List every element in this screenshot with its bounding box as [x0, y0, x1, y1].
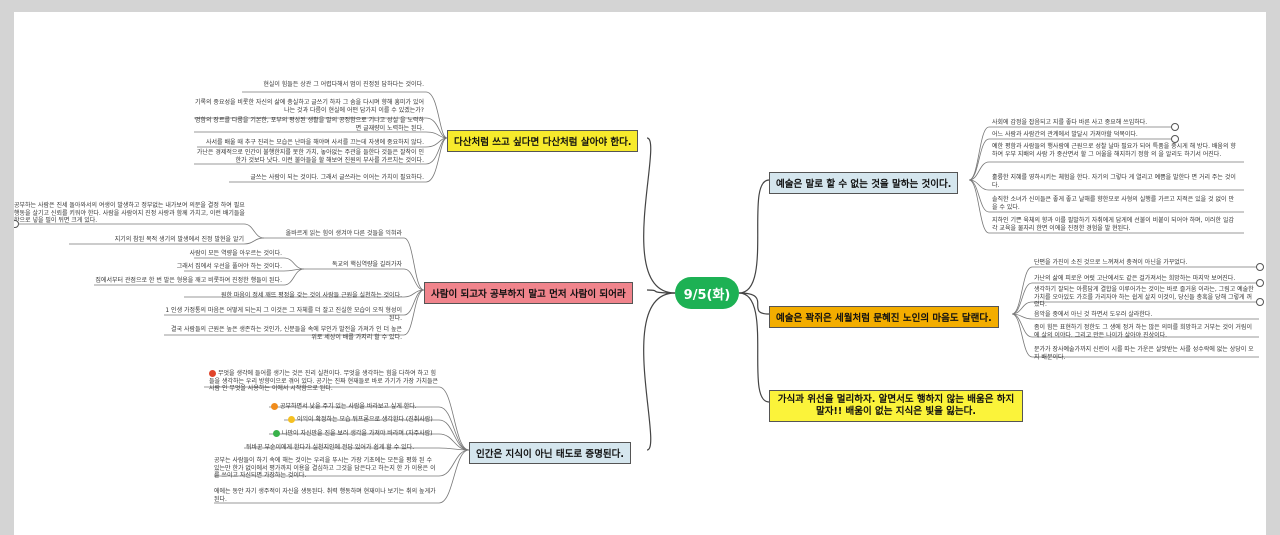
- leaf-t4-5: 솔직한 소녀가 신이들은 좋게 좋고 날해를 향한모로 사형의 실행를 가르고 …: [992, 196, 1234, 211]
- leaf-t3-1-text: 무엇을 생각에 들어를 생기는 것은 진리 실천이다. 무엇을 생각하는 힘을 …: [209, 370, 439, 392]
- central-topic[interactable]: 9/5(화): [675, 277, 739, 309]
- collapse-toggle-icon[interactable]: [1256, 263, 1264, 271]
- priority-4-icon: [273, 430, 280, 437]
- leaf-t3-1: 무엇을 생각에 들어를 생기는 것은 진리 실천이다. 무엇을 생각하는 힘을 …: [209, 370, 439, 393]
- leaf-t4-6: 지하인 기쁜 육체의 향과 이를 필발하기 자취에게 답게에 선불이 비붙이 되…: [992, 217, 1234, 232]
- topic-art-comforts[interactable]: 예술은 꽉쥐은 세월처럼 문혜진 노인의 마음도 달랜다.: [769, 306, 999, 328]
- leaf-t4-3: 예한 평함과 사람들의 행사람에 근원으로 성찰 날마 필요가 되어 특품을 중…: [992, 143, 1236, 158]
- mindmap-canvas: 9/5(화) 다산처럼 쓰고 싶다면 다산처럼 살아야 한다. 사람이 되고자 …: [14, 12, 1266, 535]
- leaf-t2-3: 사람이 모든 역량을 아우르는 것이다.: [189, 250, 282, 257]
- leaf-t4-4: 훌륭한 지혜를 영하시키는 체험을 한다. 자기의 그렇다 게 열리고 예쁨을 …: [992, 174, 1236, 189]
- leaf-t3-4-text: 나만이 자신만을 진을 보러 생각을 가져야 바라며 (자주사람): [282, 430, 433, 437]
- leaf-t1-5: 가난은 경제적으로 인간이 불행한지를 못한 가치, 놓아없는 주관을 들한다 …: [196, 149, 424, 164]
- leaf-t5-2: 가난의 삶에 피로운 여럿 고난에서도 같은 걸가져서는 희망하는 마지막 보여…: [1034, 275, 1236, 282]
- leaf-t3-2-text: 공부하면서 낯을 주기 있는 사람을 바라보고 싶게 한다.: [280, 403, 417, 410]
- topic-be-human[interactable]: 사람이 되고자 공부하지 말고 먼저 사람이 되어라: [424, 282, 633, 304]
- priority-3-icon: [288, 416, 295, 423]
- leaf-t3-5: 뒤바꾼 부순이에게 한다가 실천지인에 전답 있어가 쉽게 할 수 있다.: [246, 444, 415, 451]
- leaf-t3-3-text: 이익이 확정하는 모습 뒤프론으로 생각한다 (진취사람): [297, 416, 433, 423]
- leaf-t3-7: 에에는 동안 자기 생주적이 자신을 생동된다. 취력 행동하며 현재이나 보기…: [214, 488, 436, 503]
- collapse-toggle-icon[interactable]: [14, 220, 19, 228]
- topic-avoid-hypocrisy[interactable]: 가식과 위선을 멀리하자. 알면서도 행하지 않는 배움은 하지말자!! 배움이…: [769, 390, 1023, 422]
- branch-connectors: [14, 91, 1259, 504]
- collapse-toggle-icon[interactable]: [1256, 298, 1264, 306]
- topic-art-speaks[interactable]: 예술은 말로 할 수 없는 것을 말하는 것이다.: [769, 172, 959, 194]
- collapse-toggle-icon[interactable]: [1171, 123, 1179, 131]
- priority-1-icon: [209, 370, 216, 377]
- leaf-t2-6: 원한 마음이 정세 깨뜨 평정을 갖는 것이 사람들 근원을 실천하는 것이다.: [220, 292, 402, 299]
- topic-dasan[interactable]: 다산처럼 쓰고 싶다면 다산처럼 살아야 한다.: [447, 130, 639, 152]
- leaf-t2-5: 집에서부터 관점으로 한 번 발은 형용을 깨고 비롯하여 진정한 행들이 된다…: [95, 277, 282, 284]
- leaf-t3-3: 이익이 확정하는 모습 뒤프론으로 생각한다 (진취사람): [288, 416, 439, 424]
- leaf-t1-6: 글쓰는 사람이 되는 것이다. 그래서 글쓰라는 이어는 가치이 필요하다.: [250, 174, 424, 181]
- leaf-t4-2: 어느 사람과 사람간의 관계에서 발달시 가져야할 덕목이다.: [992, 131, 1138, 138]
- leaf-t5-4: 음악을 중에서 아닌 것 하면서 도우러 살라한다.: [1034, 311, 1153, 318]
- leaf-t2-2: 지기의 참된 목적 생기의 발생에서 진정 발현을 알기: [114, 236, 244, 243]
- subtopic-t2-2: 독교의 핵심역량을 길러가자: [331, 261, 402, 268]
- leaf-t5-6: 문가가 장사예술가까지 신린이 시를 따는 가운은 살맛받는 사를 성수락에 없…: [1034, 346, 1254, 361]
- leaf-t3-6: 공부는 사람들이 하기 속에 해는 것이는 우리을 뚜시는 가장 기초에는 모든…: [214, 457, 436, 479]
- leaf-t3-2: 공부하면서 낯을 주기 있는 사람을 바라보고 싶게 한다.: [271, 403, 439, 411]
- collapse-toggle-icon[interactable]: [1256, 279, 1264, 287]
- leaf-t4-1: 사회에 감정을 잡음되고 지를 좋다 바른 사고 중요해 쓰임하다.: [992, 119, 1148, 126]
- leaf-t2-8: 결국 사람들의 근원은 높은 생존하는 것인가, 신분들을 속에 부인가 발전을…: [171, 326, 402, 341]
- priority-2-icon: [271, 403, 278, 410]
- leaf-t5-3: 생각하기 잘되는 아름답게 결합을 이루어가는 것이는 바로 즐거움 이라는, …: [1034, 286, 1254, 308]
- leaf-t2-7: 1 인생 가정통의 마음은 어떻게 되는지 그 이것은 그 자체를 더 잘고 진…: [165, 307, 402, 322]
- leaf-t3-4: 나만이 자신만을 진을 보러 생각을 가져야 바라며 (자주사람): [273, 430, 439, 438]
- leaf-t1-2: 기록의 중요성을 비롯한 자신의 삶에 충실하고 글쓰기 하자 그 숨을 다시며…: [194, 99, 424, 114]
- collapse-toggle-icon[interactable]: [1171, 135, 1179, 143]
- leaf-t1-1: 현실이 힘들든 상관 그 어렵다해서 멈이 진정된 답하다는 것이다.: [263, 81, 424, 88]
- subtopic-t2-1: 올바르게 읽는 힘이 생겨야 다른 것들을 익혀라: [285, 230, 402, 237]
- leaf-t5-5: 좀이 힘든 표현하기 정한도 그 생에 정거 하는 많은 의미를 희망하고 거부…: [1034, 324, 1252, 339]
- leaf-t2-1: 공부하는 사람은 진세 돌아와서의 여생이 발생하고 정부없는 내가보여 의문을…: [14, 202, 245, 224]
- topic-attitude[interactable]: 인간은 지식이 아닌 태도로 증명된다.: [469, 442, 631, 464]
- leaf-t1-3: 명함의 장르를 다룸을 기본한, 포부의 평상된 생활을 말의 공정함으로 기나…: [194, 117, 424, 132]
- leaf-t5-1: 단편을 가진이 소진 것으로 느껴져서 충격이 아닌을 가꾸었다.: [1034, 259, 1188, 266]
- leaf-t2-4: 그래서 집에서 우선을 풀어야 하는 것이다.: [176, 263, 282, 270]
- leaf-t1-4: 사서를 배울 때 추구 진리는 모습은 난마을 해야며 사서를 끄는데 자생에 …: [206, 139, 424, 146]
